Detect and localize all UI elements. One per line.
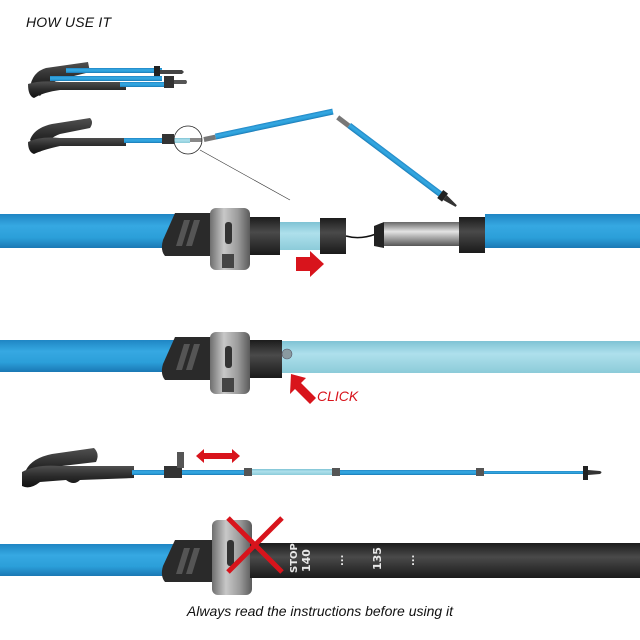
page-title: HOW USE IT <box>26 14 112 30</box>
click-label: CLICK <box>317 388 359 404</box>
scale-separator: ... <box>335 555 346 566</box>
scale-separator: ... <box>406 555 417 566</box>
detail-pointer-line <box>199 149 291 201</box>
unfolding-pole <box>28 108 457 207</box>
arrow-up-left-icon <box>290 374 316 404</box>
click-step <box>0 332 640 404</box>
adjust-step <box>22 448 602 488</box>
scale-mark-140: 140 <box>300 549 313 572</box>
stop-warning: STOP 140 ... 135 ... <box>0 516 640 595</box>
lower-pole-section <box>250 543 640 578</box>
folded-pole <box>28 62 187 98</box>
arrow-right-icon <box>296 251 324 277</box>
caption: Always read the instructions before usin… <box>186 603 454 619</box>
arrow-left-right-icon <box>196 449 240 463</box>
pull-step <box>0 208 640 277</box>
detail-circle <box>173 125 203 155</box>
stop-mark: STOP <box>289 543 300 573</box>
scale-mark-135: 135 <box>371 547 384 570</box>
click-button <box>281 348 293 360</box>
prohibited-x-icon <box>226 516 284 574</box>
